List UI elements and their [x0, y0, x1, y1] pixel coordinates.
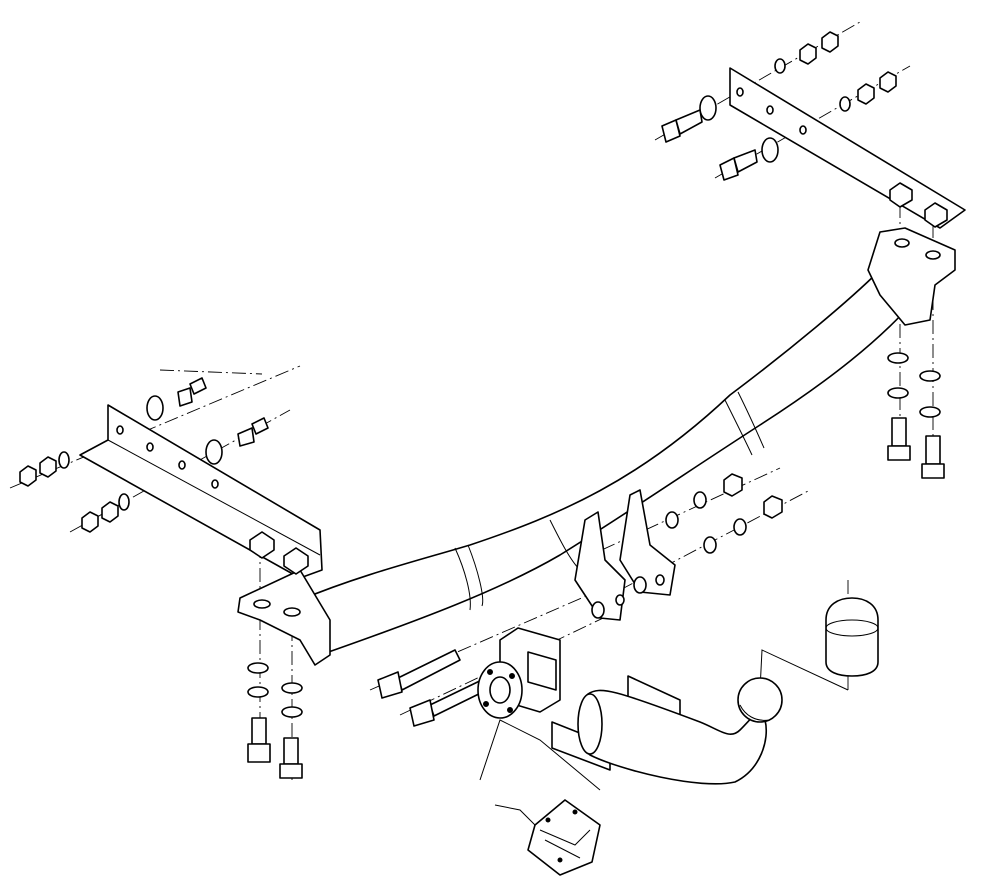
- washer: [774, 58, 786, 74]
- right-mounting-bracket: [729, 67, 966, 326]
- bolt: [237, 417, 269, 447]
- center-mounting-plates: [574, 489, 676, 621]
- bolt: [377, 649, 461, 699]
- washer: [887, 352, 909, 364]
- washer: [247, 662, 269, 674]
- washer: [693, 491, 707, 509]
- nut-set: [19, 31, 897, 533]
- nut: [763, 495, 783, 519]
- washer: [247, 686, 269, 698]
- socket-plate: [477, 627, 561, 719]
- nut: [799, 43, 817, 65]
- washer: [839, 96, 851, 112]
- nut: [821, 31, 839, 53]
- nut: [39, 456, 57, 478]
- bolt: [247, 717, 271, 763]
- washer: [703, 536, 717, 554]
- nut: [879, 71, 897, 93]
- bolt: [719, 149, 758, 181]
- bolt: [921, 435, 945, 479]
- wiring-connector: [494, 799, 601, 876]
- washer: [118, 493, 130, 511]
- nut: [723, 473, 743, 497]
- washer: [699, 95, 717, 121]
- washer: [281, 682, 303, 694]
- washer: [281, 706, 303, 718]
- nut: [101, 501, 119, 523]
- left-mounting-bracket: [79, 404, 331, 666]
- washer-set: [58, 58, 941, 718]
- washer: [665, 511, 679, 529]
- washer: [205, 439, 223, 465]
- bolt: [177, 377, 207, 407]
- tow-ball-neck: [551, 675, 783, 785]
- bolt: [661, 109, 703, 143]
- washer: [919, 370, 941, 382]
- tow-ball-cover: [825, 597, 879, 677]
- bolt-set: [177, 109, 945, 779]
- washer: [761, 137, 779, 163]
- nut: [19, 465, 37, 487]
- bolt: [887, 417, 911, 461]
- washer: [919, 406, 941, 418]
- washer: [58, 451, 70, 469]
- bolt: [279, 737, 303, 779]
- washer: [733, 518, 747, 536]
- washer: [146, 395, 164, 421]
- washer: [887, 387, 909, 399]
- nut: [81, 511, 99, 533]
- nut: [857, 83, 875, 105]
